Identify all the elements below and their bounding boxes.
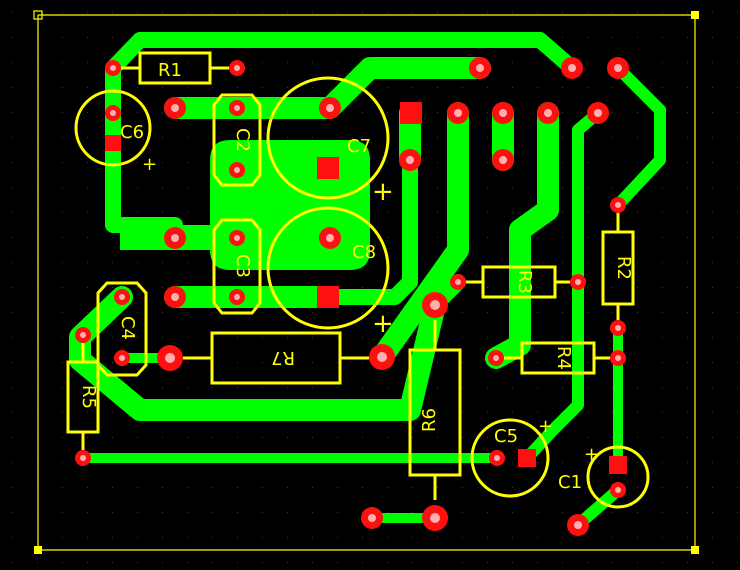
pad	[422, 292, 448, 318]
pad	[561, 57, 583, 79]
resistor-r6: R6	[408, 320, 462, 500]
pad	[229, 230, 245, 246]
resistor-r1: R1	[121, 51, 229, 85]
pad	[587, 102, 609, 124]
pad	[492, 149, 514, 171]
capacitor-c4: C4	[96, 281, 148, 377]
label-c5: C5	[494, 426, 518, 447]
pad	[422, 505, 448, 531]
pad	[229, 100, 245, 116]
square-pad	[317, 286, 339, 308]
pad	[570, 274, 586, 290]
pad	[229, 162, 245, 178]
corner-marker	[691, 11, 699, 19]
pad	[610, 482, 626, 498]
pad	[488, 350, 504, 366]
pad	[75, 450, 91, 466]
capacitor-c3: C3	[212, 218, 262, 315]
label-c1: C1	[558, 472, 582, 493]
polarity-mark: +	[584, 444, 599, 465]
pad	[447, 102, 469, 124]
label-c4: C4	[117, 316, 138, 340]
pad	[164, 227, 186, 249]
pad	[114, 350, 130, 366]
trace	[319, 57, 491, 119]
copper-pour	[210, 140, 370, 270]
capacitor-c2: C2	[212, 93, 262, 187]
pad	[567, 514, 589, 536]
square-pad	[518, 449, 536, 467]
pad	[157, 345, 183, 371]
polarity-mark: +	[142, 154, 157, 175]
pad	[369, 344, 395, 370]
pad	[229, 289, 245, 305]
square-pad	[400, 102, 422, 124]
resistor-r7: R7	[183, 331, 369, 385]
pad	[610, 350, 626, 366]
pad	[319, 97, 341, 119]
copper-layer	[69, 32, 666, 531]
label-r6: R6	[419, 408, 440, 432]
resistor-r4: R4	[504, 341, 610, 375]
corner-marker	[34, 546, 42, 554]
pad	[105, 60, 121, 76]
pads	[75, 57, 629, 536]
pad	[164, 286, 186, 308]
capacitor-c8: C8 +	[266, 206, 394, 339]
resistor-r2: R2	[601, 213, 635, 320]
label-c8: C8	[352, 242, 376, 263]
label-c2: C2	[232, 128, 253, 152]
label-c6: C6	[120, 122, 144, 143]
trace	[371, 102, 469, 368]
pad	[399, 149, 421, 171]
capacitor-c1: C1 +	[558, 444, 650, 509]
board-outline	[33, 10, 699, 554]
pad	[75, 327, 91, 343]
pad	[114, 289, 130, 305]
corner-marker	[691, 546, 699, 554]
label-r5: R5	[78, 385, 99, 409]
label-r1: R1	[158, 60, 182, 81]
trace	[105, 32, 580, 76]
pad	[450, 274, 466, 290]
label-c7: C7	[347, 136, 371, 157]
pad	[164, 97, 186, 119]
pad	[537, 102, 559, 124]
polarity-mark: +	[538, 416, 553, 437]
square-pad	[105, 135, 121, 151]
capacitor-c5: C5 +	[470, 416, 553, 498]
polarity-mark: +	[372, 177, 394, 207]
label-r7: R7	[271, 347, 295, 368]
pad	[105, 105, 121, 121]
pad	[607, 57, 629, 79]
resistor-r5: R5	[66, 343, 100, 450]
capacitor-c6: C6 +	[74, 89, 157, 175]
label-r3: R3	[514, 270, 535, 294]
label-c3: C3	[232, 254, 253, 278]
silkscreen-layer: R1 C6 + C2 C7 + C3 C8 +	[66, 51, 650, 509]
trace	[322, 152, 418, 305]
pad	[610, 320, 626, 336]
pad	[489, 450, 505, 466]
pad	[492, 102, 514, 124]
pad	[229, 60, 245, 76]
pad	[361, 507, 383, 529]
square-pad	[609, 456, 627, 474]
square-pad	[317, 157, 339, 179]
trace	[485, 102, 559, 369]
label-r4: R4	[553, 346, 574, 370]
trace	[612, 62, 666, 211]
pad	[469, 57, 491, 79]
resistor-r3: R3	[466, 265, 570, 299]
pad	[319, 227, 341, 249]
polarity-mark: +	[372, 309, 394, 339]
corner-marker	[33, 10, 43, 20]
capacitor-c7: C7 +	[266, 76, 394, 207]
label-r2: R2	[613, 256, 634, 280]
pad	[610, 197, 626, 213]
